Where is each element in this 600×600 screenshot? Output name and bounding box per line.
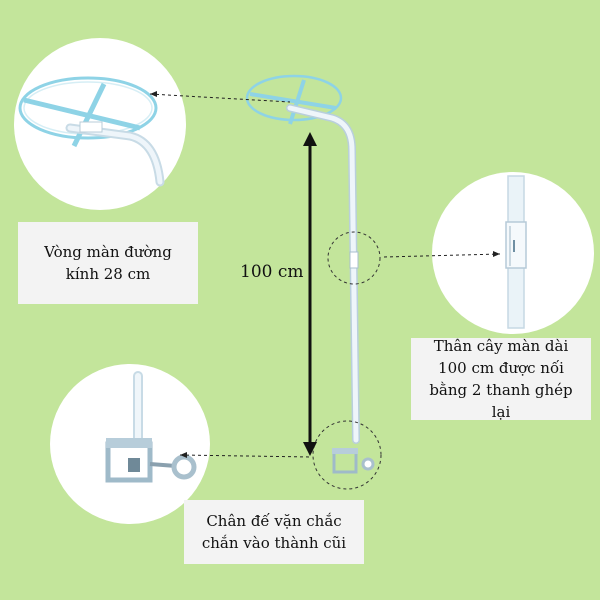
clamp-label: Chân đế vặn chắc chắn vào thành cũi bbox=[184, 500, 364, 564]
clamp-detail-image bbox=[105, 371, 197, 483]
pole-joint-highlight bbox=[327, 231, 381, 285]
arrow-head bbox=[150, 91, 157, 97]
mosquito-net-stand bbox=[245, 74, 375, 474]
height-label: 100 cm bbox=[240, 262, 304, 282]
ring-label: Vòng màn đường kính 28 cm bbox=[18, 222, 198, 304]
pole-label-text: Thân cây màn dài 100 cm được nối bằng 2 … bbox=[429, 337, 573, 421]
arrow-head bbox=[180, 452, 187, 458]
ring-detail-image bbox=[18, 76, 165, 187]
pole-detail-image bbox=[505, 175, 527, 329]
clamp-highlight bbox=[312, 420, 382, 490]
clamp-label-text: Chân đế vặn chắc chắn vào thành cũi bbox=[201, 512, 347, 552]
leader-lines bbox=[149, 93, 501, 458]
ring-label-text: Vòng màn đường kính 28 cm bbox=[44, 243, 172, 283]
height-dimension-arrow bbox=[303, 132, 317, 456]
arrow-head bbox=[493, 251, 500, 257]
pole-label: Thân cây màn dài 100 cm được nối bằng 2 … bbox=[411, 337, 591, 421]
